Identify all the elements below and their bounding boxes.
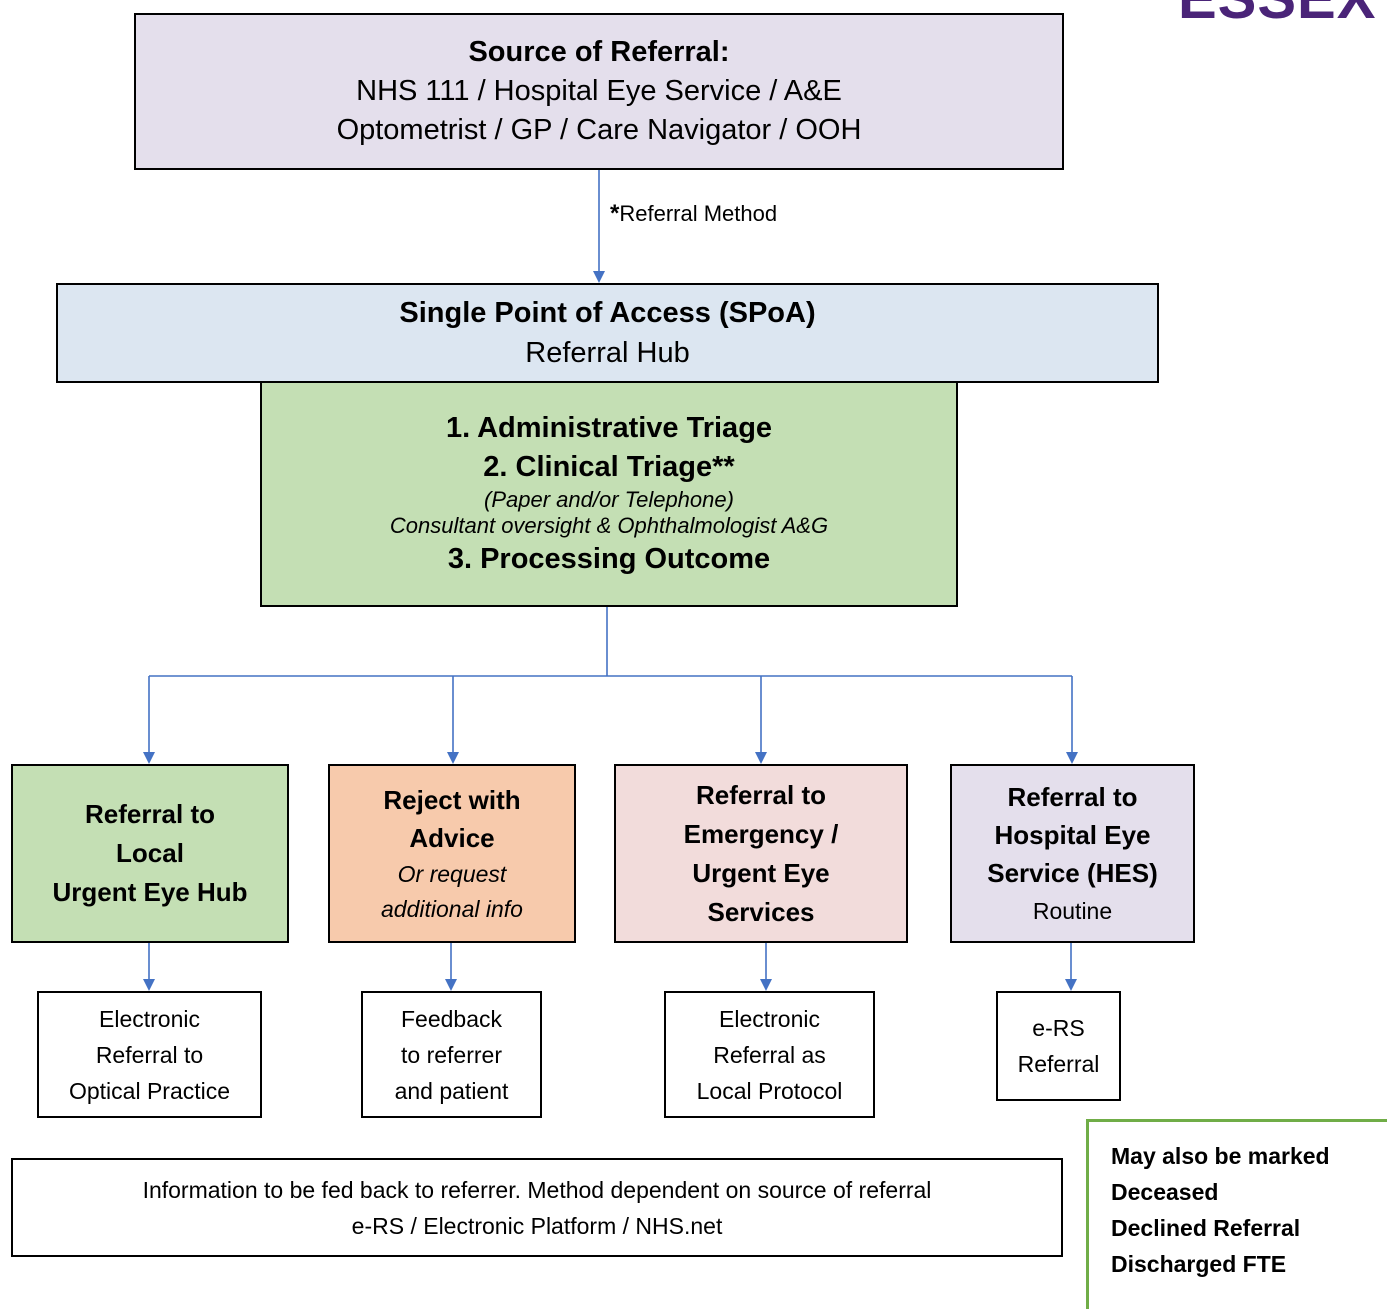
outcome-4-title-3: Service (HES) [987, 857, 1158, 888]
action-ers-referral: e-RS Referral [996, 991, 1121, 1101]
spoa-subtitle: Referral Hub [525, 337, 690, 369]
action-1-line-1: Electronic [99, 1005, 200, 1032]
outcome-emergency-urgent-eye: Referral to Emergency / Urgent Eye Servi… [614, 764, 908, 943]
status-heading: May also be marked [1111, 1143, 1330, 1169]
status-note-box: May also be marked Deceased Declined Ref… [1086, 1119, 1387, 1309]
triage-step-1: 1. Administrative Triage [445, 412, 773, 445]
outcome-3-line-1: Referral to [695, 779, 827, 810]
info-line-1: Information to be fed back to referrer. … [142, 1176, 932, 1203]
action-feedback: Feedback to referrer and patient [361, 991, 542, 1118]
source-line-1: NHS 111 / Hospital Eye Service / A&E [356, 75, 842, 107]
outcome-2-italic-2: additional info [381, 895, 523, 922]
action-3-line-2: Referral as [713, 1041, 826, 1068]
action-1-line-2: Referral to [95, 1041, 204, 1068]
info-feedback-box: Information to be fed back to referrer. … [11, 1158, 1063, 1257]
source-of-referral-box: Source of Referral: NHS 111 / Hospital E… [134, 13, 1064, 170]
action-2-line-3: and patient [394, 1077, 509, 1104]
logo-fragment: ESSEX [1178, 0, 1376, 28]
status-item-deceased: Deceased [1111, 1179, 1219, 1205]
source-title: Source of Referral: [468, 36, 730, 68]
action-local-protocol: Electronic Referral as Local Protocol [664, 991, 875, 1118]
outcome-4-title-2: Hospital Eye [994, 819, 1151, 850]
action-optical-practice: Electronic Referral to Optical Practice [37, 991, 262, 1118]
outcome-4-routine: Routine [1032, 897, 1113, 924]
outcome-1-line-3: Urgent Eye Hub [52, 877, 248, 907]
outcome-2-italic-1: Or request [397, 860, 507, 887]
triage-step-3: 3. Processing Outcome [447, 542, 771, 575]
action-4-line-1: e-RS [1032, 1015, 1085, 1041]
info-line-2: e-RS / Electronic Platform / NHS.net [351, 1212, 723, 1239]
action-2-line-2: to referrer [401, 1041, 502, 1068]
source-line-2: Optometrist / GP / Care Navigator / OOH [336, 114, 862, 146]
outcome-hospital-eye-service: Referral to Hospital Eye Service (HES) R… [950, 764, 1195, 943]
action-3-line-1: Electronic [719, 1005, 820, 1032]
spoa-box: Single Point of Access (SPoA) Referral H… [56, 283, 1159, 383]
action-1-line-3: Optical Practice [68, 1077, 231, 1104]
status-item-declined: Declined Referral [1111, 1215, 1301, 1241]
outcome-1-line-2: Local [116, 838, 184, 868]
outcome-3-line-3: Urgent Eye [692, 857, 830, 888]
triage-box: 1. Administrative Triage 2. Clinical Tri… [260, 381, 958, 607]
outcome-3-line-2: Emergency / [683, 818, 839, 849]
outcome-4-title-1: Referral to [1007, 781, 1138, 812]
referral-method-label: *Referral Method [610, 200, 777, 228]
outcome-1-line-1: Referral to [84, 799, 216, 829]
method-asterisk: * [610, 200, 620, 227]
outcome-2-title-2: Advice [409, 822, 495, 853]
outcome-2-title-1: Reject with [383, 784, 521, 815]
action-2-line-1: Feedback [400, 1005, 502, 1032]
method-text: Referral Method [619, 201, 778, 226]
outcome-local-urgent-eye-hub: Referral to Local Urgent Eye Hub [11, 764, 289, 943]
triage-note-1: (Paper and/or Telephone) [484, 487, 734, 512]
spoa-title: Single Point of Access (SPoA) [399, 297, 816, 329]
action-3-line-3: Local Protocol [696, 1077, 843, 1104]
outcome-3-line-4: Services [707, 896, 815, 927]
status-item-discharged: Discharged FTE [1111, 1251, 1287, 1277]
action-4-line-2: Referral [1017, 1051, 1100, 1077]
triage-step-2: 2. Clinical Triage** [483, 451, 735, 484]
outcome-reject-with-advice: Reject with Advice Or request additional… [328, 764, 576, 943]
triage-note-2: Consultant oversight & Ophthalmologist A… [389, 513, 829, 539]
